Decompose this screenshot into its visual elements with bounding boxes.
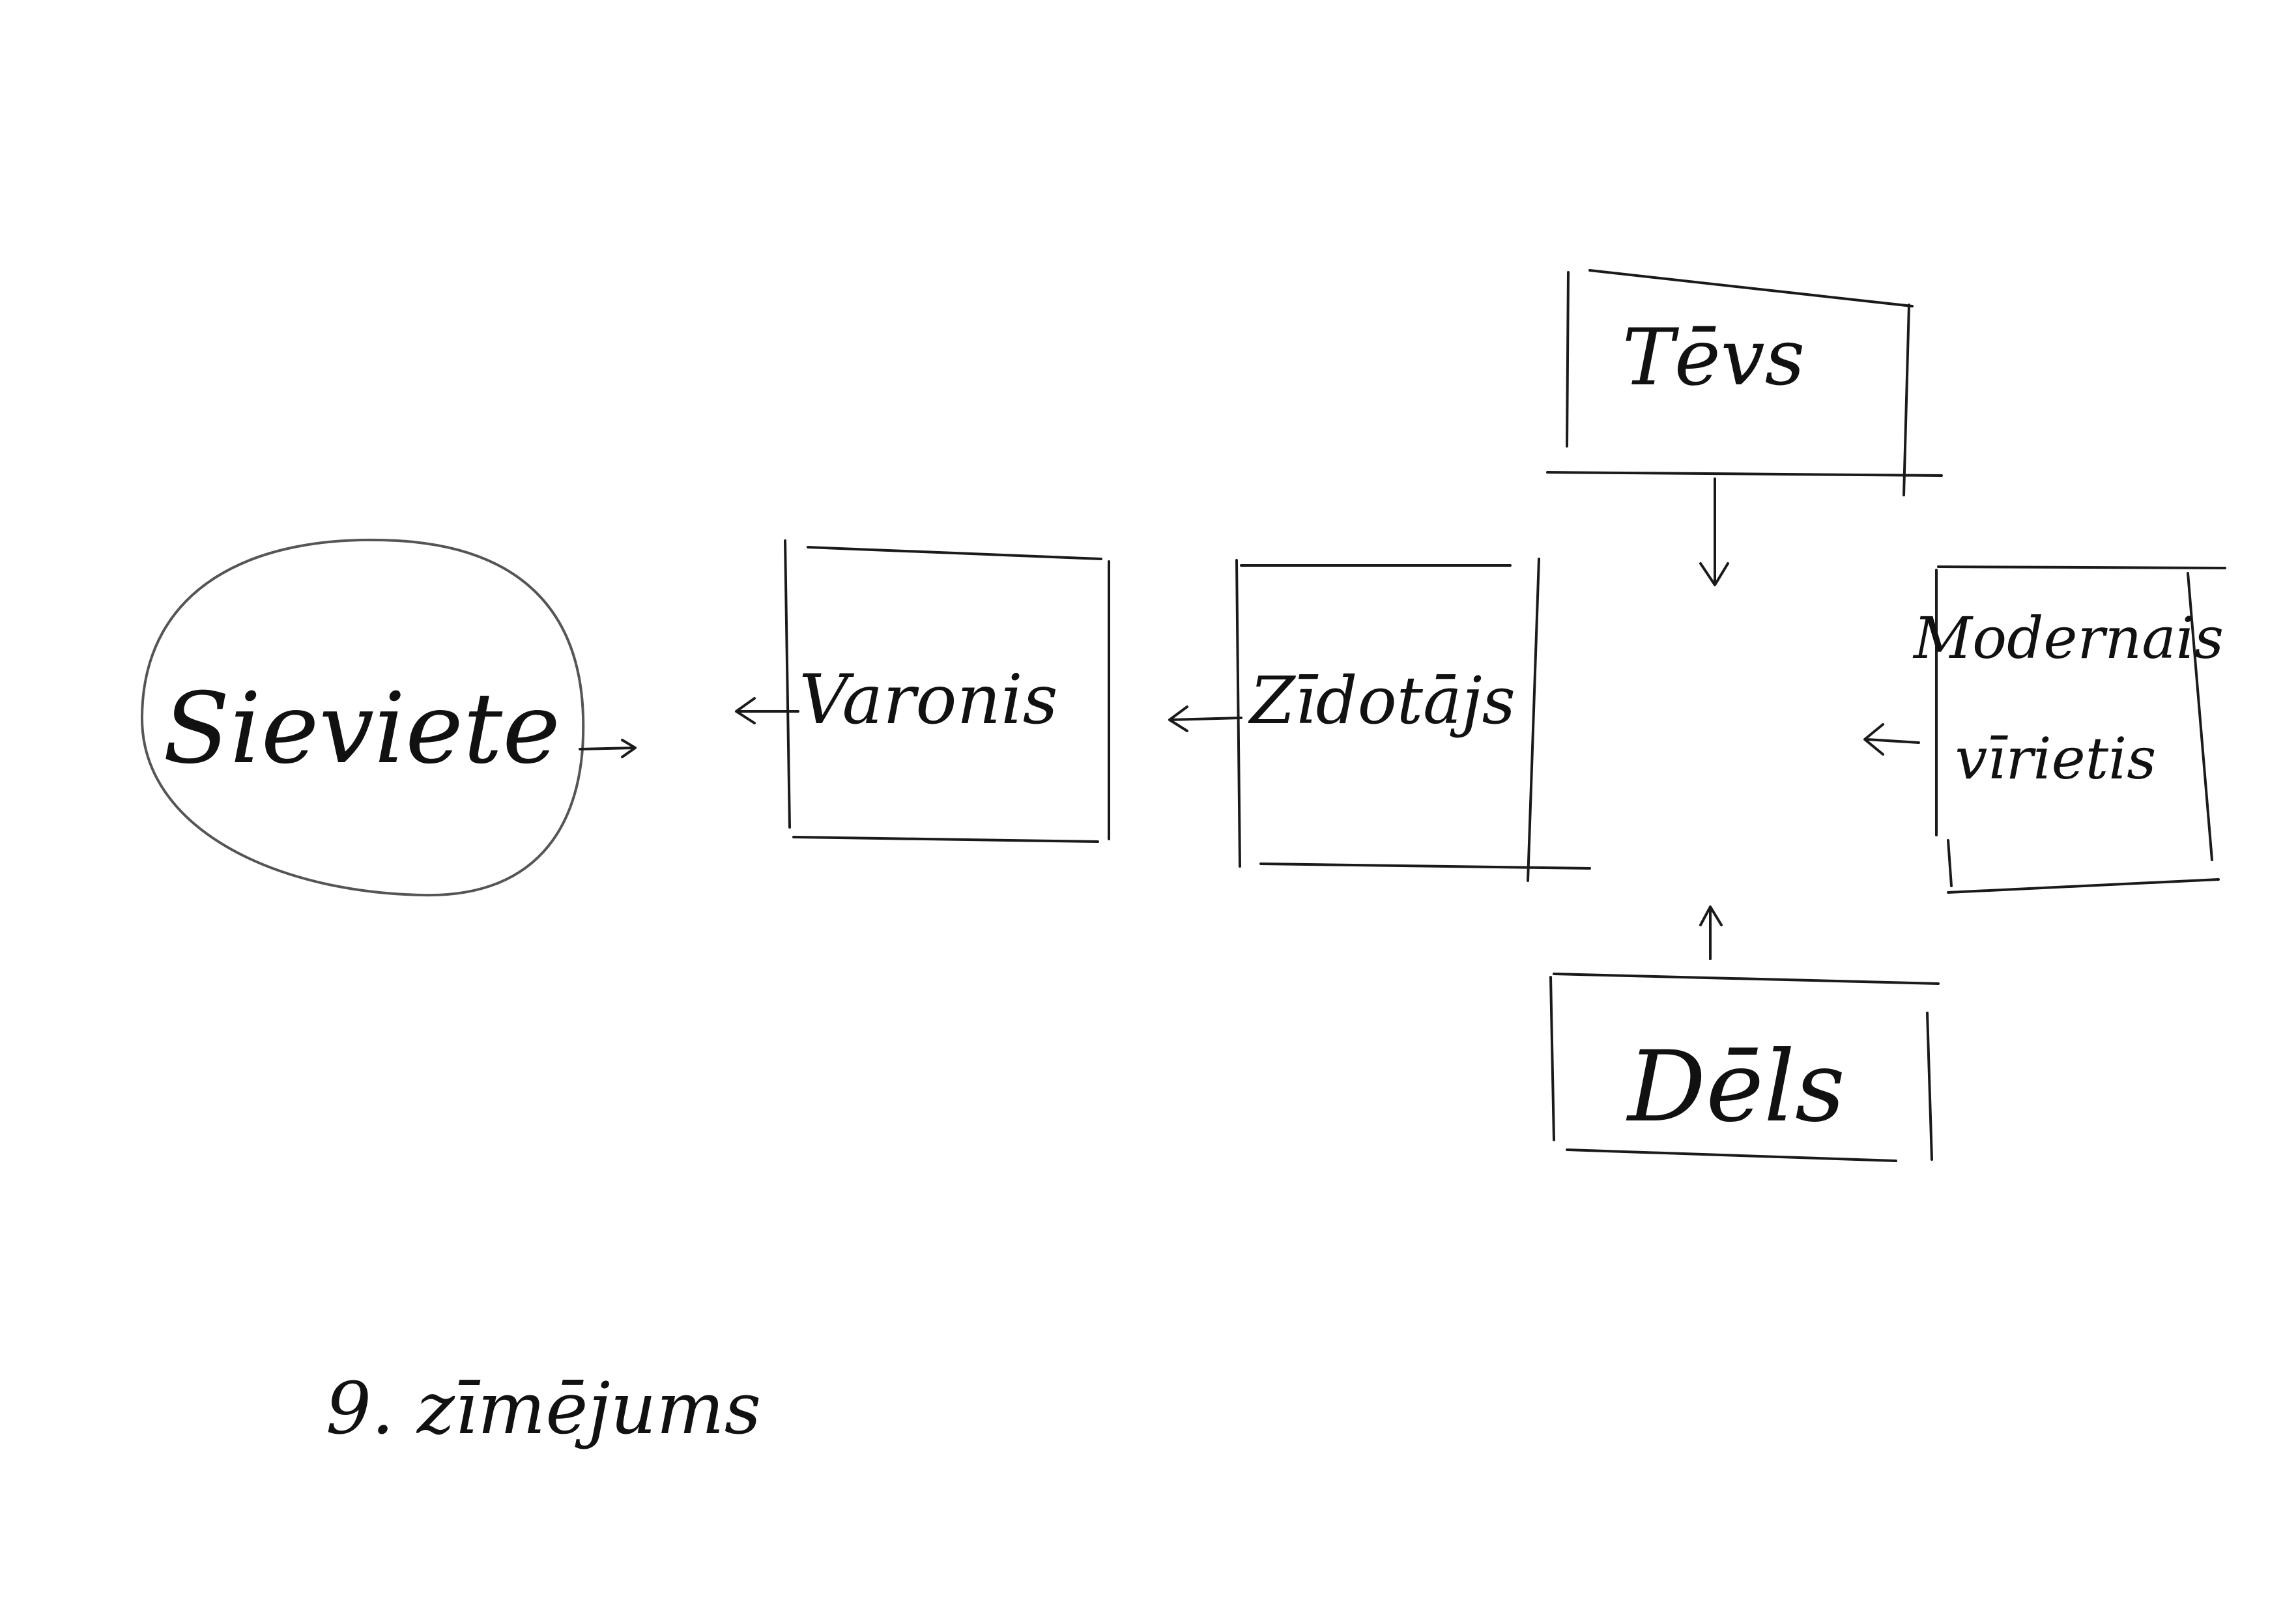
node-sieviete: Sieviete (140, 538, 585, 897)
arrow-icon (1863, 723, 1920, 756)
box-shape (784, 539, 1110, 843)
ellipse-shape (140, 538, 585, 897)
edge-sieviete-varonis (579, 739, 637, 758)
arrow-icon (1168, 705, 1242, 732)
node-tevs: Tēvs (1546, 269, 1943, 496)
node-dels: Dēls (1549, 973, 1940, 1162)
node-tevs-label: Tēvs (1622, 313, 1805, 403)
box-shape (1935, 565, 2226, 894)
node-modernais: Modernais vīrietis (1912, 565, 2226, 894)
arrow-icon (1699, 477, 1729, 586)
edge-dels-center (1699, 905, 1723, 960)
node-sieviete-label: Sieviete (163, 672, 560, 786)
edge-zidotajs-varonis (1168, 705, 1242, 732)
node-dels-label: Dēls (1626, 1031, 1845, 1144)
node-varonis: Varonis (784, 539, 1110, 843)
box-shape (1549, 973, 1940, 1162)
arrow-icon (1699, 905, 1723, 960)
arrow-icon (735, 697, 799, 724)
edge-modernais-center (1863, 723, 1920, 756)
box-shape (1235, 558, 1591, 882)
edge-tevs-center (1699, 477, 1729, 586)
edge-varonis-zidotajs (735, 697, 799, 724)
figure-caption: 9. zīmējums (326, 1367, 761, 1450)
box-shape (1546, 269, 1943, 496)
node-zidotajs-label: Zīdotājs (1248, 662, 1515, 739)
node-varonis-label: Varonis (799, 660, 1057, 739)
arrow-icon (579, 739, 637, 758)
node-modernais-label-line1: Modernais (1912, 605, 2224, 672)
node-zidotajs: Zīdotājs (1235, 558, 1591, 882)
node-modernais-label-line2: vīrietis (1955, 725, 2157, 792)
